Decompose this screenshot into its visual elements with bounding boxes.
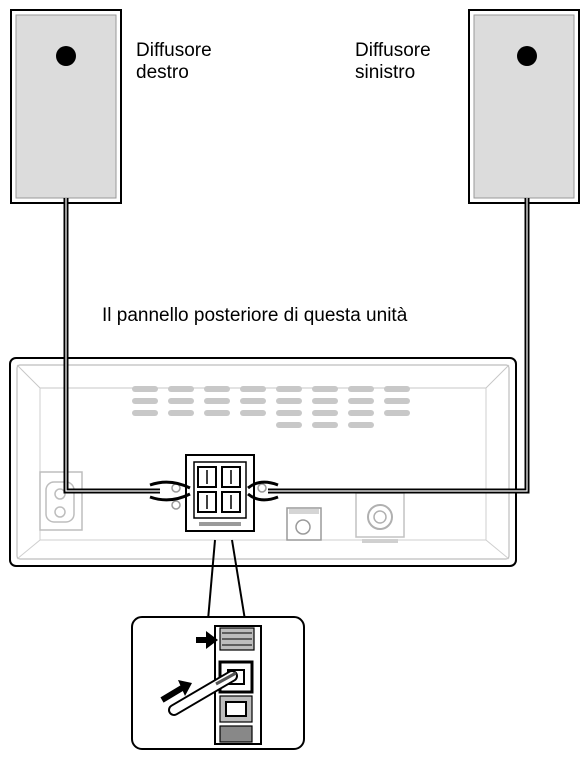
right-speaker-label-line2: destro	[136, 62, 189, 83]
right-speaker-label-line1: Diffusore	[136, 40, 212, 61]
speaker-cables	[63, 198, 530, 502]
speaker-terminal-icon	[214, 625, 262, 745]
right-speaker	[10, 9, 122, 204]
aux-jack	[286, 507, 322, 541]
antenna-jack	[355, 492, 405, 543]
terminal-detail-inset	[131, 616, 305, 750]
left-speaker-label-line1: Diffusore	[355, 40, 431, 61]
speaker-driver-icon	[517, 46, 537, 66]
push-arrow-icon	[196, 631, 218, 649]
wire-insert-icon	[168, 670, 238, 716]
rear-panel	[9, 357, 517, 567]
speaker-terminal-block	[171, 454, 267, 532]
left-speaker	[468, 9, 580, 204]
right-speaker-label: Diffusore destro	[136, 40, 212, 84]
callout-lines	[207, 539, 246, 621]
power-socket	[39, 471, 83, 531]
left-speaker-label: Diffusore sinistro	[355, 40, 431, 84]
left-speaker-label-line2: sinistro	[355, 62, 416, 83]
speaker-driver-icon	[56, 46, 76, 66]
rear-panel-label: Il pannello posteriore di questa unità	[102, 305, 408, 326]
insert-arrow-icon	[160, 680, 192, 703]
vent-slots	[132, 386, 410, 428]
